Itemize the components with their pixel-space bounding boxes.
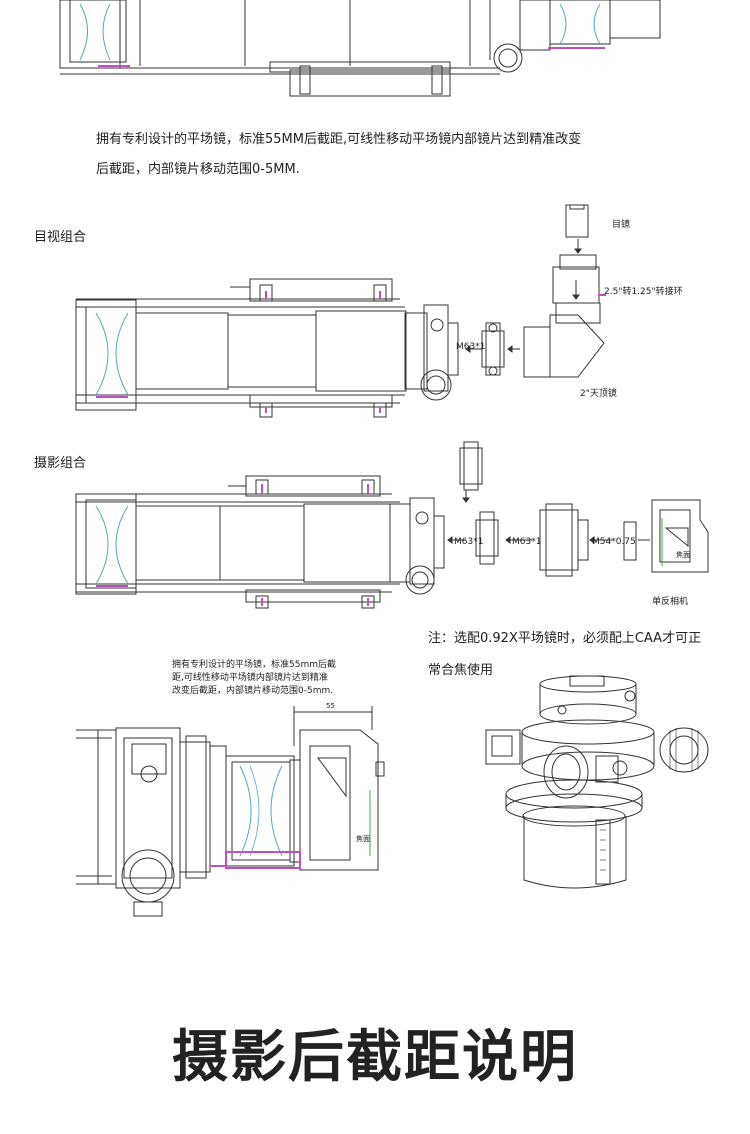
adapter-label: 2.5"转1.25"转接环 — [604, 287, 683, 297]
visual-combination-diagram — [75, 204, 606, 418]
photo-combination-diagram — [75, 441, 709, 609]
photo-section-title: 摄影组合 — [34, 456, 87, 471]
detail-line-2: 距,可线性移动平场镜内部镜片达到精准 — [172, 673, 328, 683]
detail-line-3: 改变后截距，内部镜片移动范围0-5mm. — [172, 686, 334, 696]
diagonal-label: 2"天顶镜 — [580, 389, 617, 399]
note-line-1: 注：选配0.92X平场镜时，必须配上CAA才可正 — [428, 631, 702, 646]
photo-thread-2-label: M63*1 — [512, 537, 542, 547]
visual-section-title: 目视组合 — [34, 230, 87, 245]
description-line-1: 拥有专利设计的平场镜，标准55MM后截距,可线性移动平场镜内部镜片达到精准改变 — [96, 132, 582, 147]
description-line-2: 后截距，内部镜片移动范围0-5MM. — [96, 162, 300, 177]
dimension-label: 55 — [326, 702, 335, 710]
detail-line-1: 拥有专利设计的平场镜，标准55mm后截 — [172, 660, 336, 670]
note-line-2: 常合焦使用 — [428, 663, 494, 678]
flattener-detail-drawing — [76, 706, 385, 917]
camera-label: 单反相机 — [652, 597, 689, 607]
photo-thread-1-label: M63*1 — [454, 537, 484, 547]
focuser-3d-drawing — [485, 675, 709, 889]
photo-thread-3-label: M54*0.75 — [592, 537, 636, 547]
footer-title: 摄影后截距说明 — [172, 1025, 578, 1090]
visual-thread-label: M63*1 — [456, 342, 486, 352]
top-telescope-drawing — [59, 0, 661, 97]
photo-focal-plane-label: 焦面 — [676, 551, 690, 559]
detail-focal-plane-label: 焦面 — [356, 835, 370, 843]
eyepiece-label: 目镜 — [612, 220, 631, 230]
